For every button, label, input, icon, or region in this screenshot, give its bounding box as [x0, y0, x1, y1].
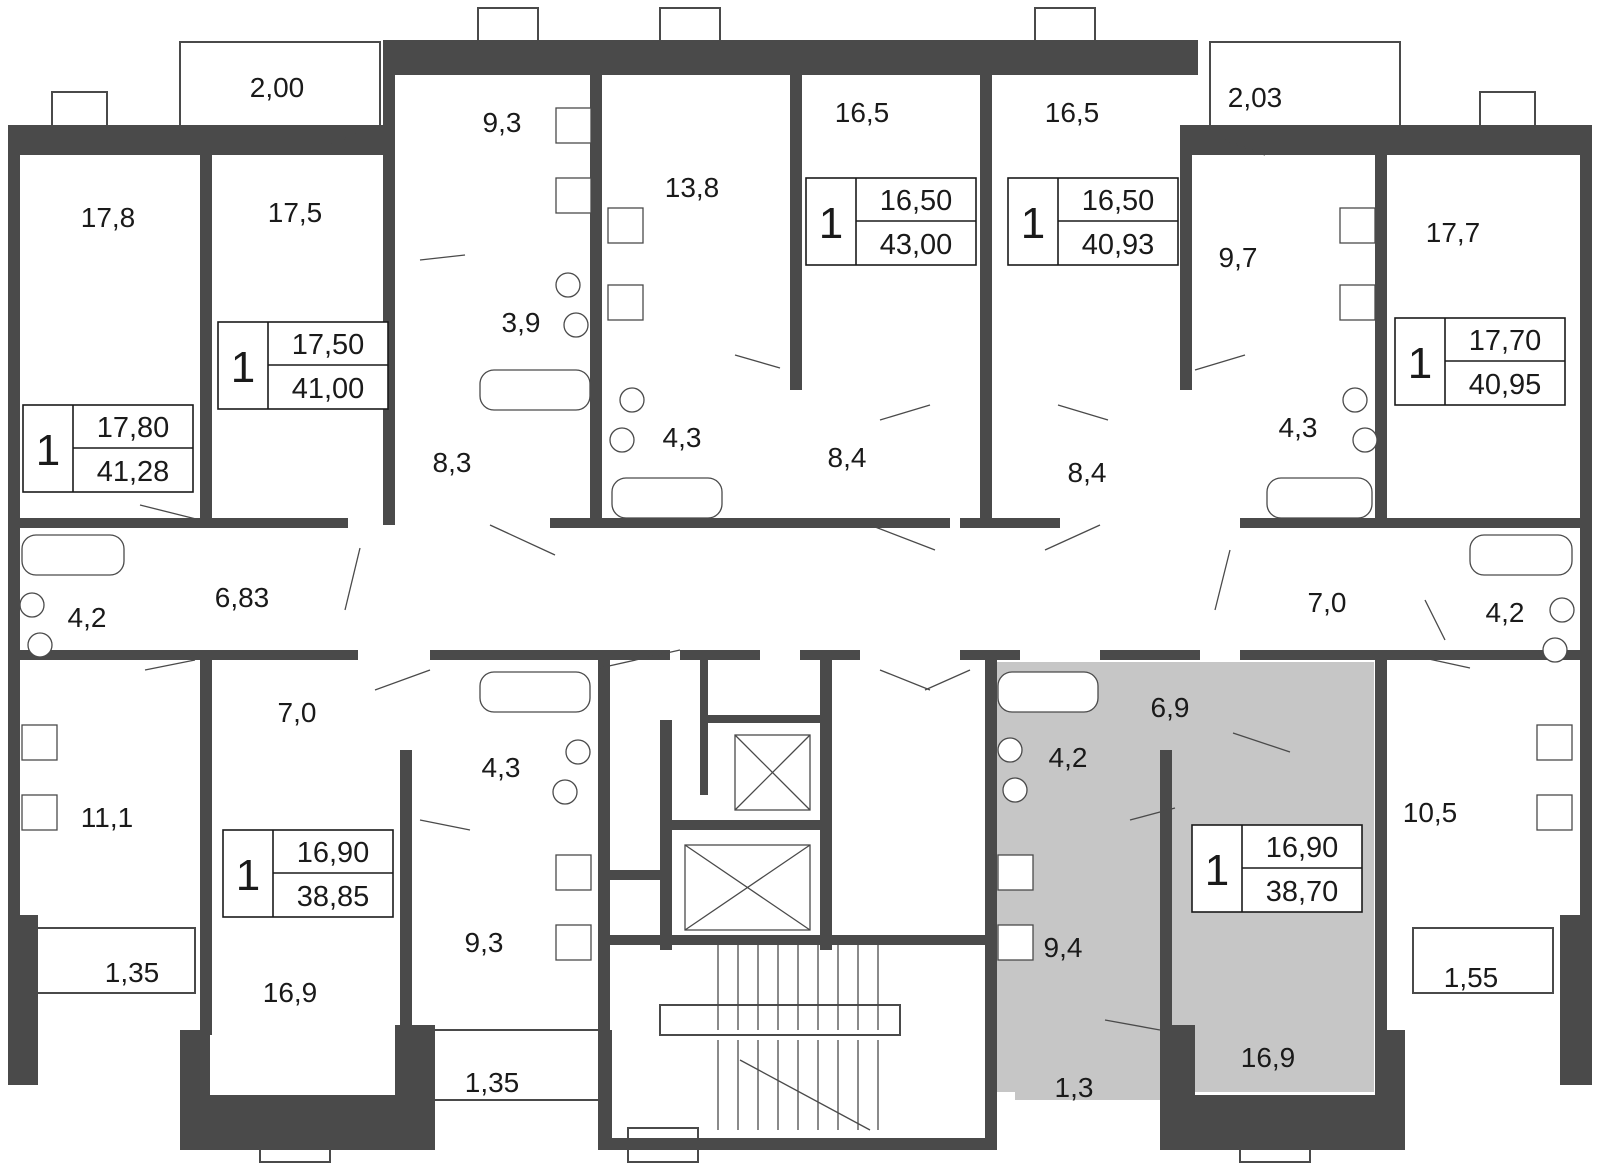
room-area-label: 9,4 — [1044, 932, 1083, 963]
apartment-box: 1 16,50 43,00 — [805, 177, 977, 266]
room-labels: 2,00 9,3 16,5 16,5 2,03 17,8 17,5 13,8 9… — [68, 72, 1525, 1103]
room-area-label: 16,9 — [1241, 1042, 1296, 1073]
apartment-total-area: 41,28 — [97, 456, 170, 488]
apartment-total-area: 43,00 — [880, 229, 953, 261]
apartment-rooms: 1 — [819, 199, 843, 248]
apartment-boxes: 1 17,80 41,28 1 17,50 41,00 1 16,50 43,0… — [22, 177, 1566, 918]
apartment-total-area: 38,70 — [1266, 876, 1339, 908]
apartment-living-area: 16,50 — [880, 185, 953, 217]
apartment-rooms: 1 — [236, 851, 260, 900]
room-area-label: 4,2 — [1486, 597, 1525, 628]
apartment-living-area: 17,80 — [97, 412, 170, 444]
apartment-box: 1 16,50 40,93 — [1007, 177, 1179, 266]
apartment-living-area: 17,70 — [1469, 325, 1542, 357]
staircase — [659, 945, 901, 1131]
room-area-label: 9,7 — [1219, 242, 1258, 273]
apartment-total-area: 40,93 — [1082, 229, 1155, 261]
room-area-label: 7,0 — [278, 697, 317, 728]
apartment-rooms: 1 — [231, 343, 255, 392]
apartment-rooms: 1 — [1021, 199, 1045, 248]
room-area-label: 4,2 — [68, 602, 107, 633]
room-area-label: 10,5 — [1403, 797, 1458, 828]
room-area-label: 16,9 — [263, 977, 318, 1008]
apartment-rooms: 1 — [36, 426, 60, 475]
door-swings — [139, 127, 1471, 1031]
room-area-label: 17,8 — [81, 202, 136, 233]
apartment-total-area: 41,00 — [292, 373, 365, 405]
room-area-label: 7,0 — [1308, 587, 1347, 618]
apartment-box: 1 16,90 38,70 — [1191, 824, 1363, 913]
apartment-rooms: 1 — [1408, 339, 1432, 388]
apartment-living-area: 17,50 — [292, 329, 365, 361]
room-area-label: 4,3 — [482, 752, 521, 783]
apartment-living-area: 16,90 — [297, 837, 370, 869]
apartment-rooms: 1 — [1205, 846, 1229, 895]
room-area-label: 1,55 — [1444, 962, 1499, 993]
room-area-label: 1,35 — [105, 957, 160, 988]
apartment-living-area: 16,50 — [1082, 185, 1155, 217]
apartment-total-area: 40,95 — [1469, 369, 1542, 401]
room-area-label: 2,00 — [250, 72, 305, 103]
room-area-label: 9,3 — [483, 107, 522, 138]
room-area-label: 8,4 — [828, 442, 867, 473]
apartment-box: 1 16,90 38,85 — [222, 829, 394, 918]
room-area-label: 13,8 — [665, 172, 720, 203]
room-area-label: 4,2 — [1049, 742, 1088, 773]
apartment-total-area: 38,85 — [297, 881, 370, 913]
room-area-label: 17,7 — [1426, 217, 1481, 248]
room-area-label: 16,5 — [835, 97, 890, 128]
apartment-box: 1 17,70 40,95 — [1394, 317, 1566, 406]
room-area-label: 2,03 — [1228, 82, 1283, 113]
room-area-label: 4,3 — [663, 422, 702, 453]
apartment-box: 1 17,80 41,28 — [22, 404, 194, 493]
room-area-label: 3,9 — [502, 307, 541, 338]
apartment-living-area: 16,90 — [1266, 832, 1339, 864]
room-area-label: 17,5 — [268, 197, 323, 228]
room-area-label: 6,9 — [1151, 692, 1190, 723]
room-area-label: 8,4 — [1068, 457, 1107, 488]
room-area-label: 6,83 — [215, 582, 270, 613]
room-area-label: 11,1 — [81, 802, 133, 833]
room-area-label: 1,35 — [465, 1067, 520, 1098]
room-area-label: 9,3 — [465, 927, 504, 958]
room-area-label: 4,3 — [1279, 412, 1318, 443]
room-area-label: 1,3 — [1055, 1072, 1094, 1103]
walls — [8, 40, 1592, 1150]
apartment-box: 1 17,50 41,00 — [217, 321, 389, 410]
fixtures — [19, 107, 1575, 1131]
room-area-label: 16,5 — [1045, 97, 1100, 128]
room-area-label: 8,3 — [433, 447, 472, 478]
